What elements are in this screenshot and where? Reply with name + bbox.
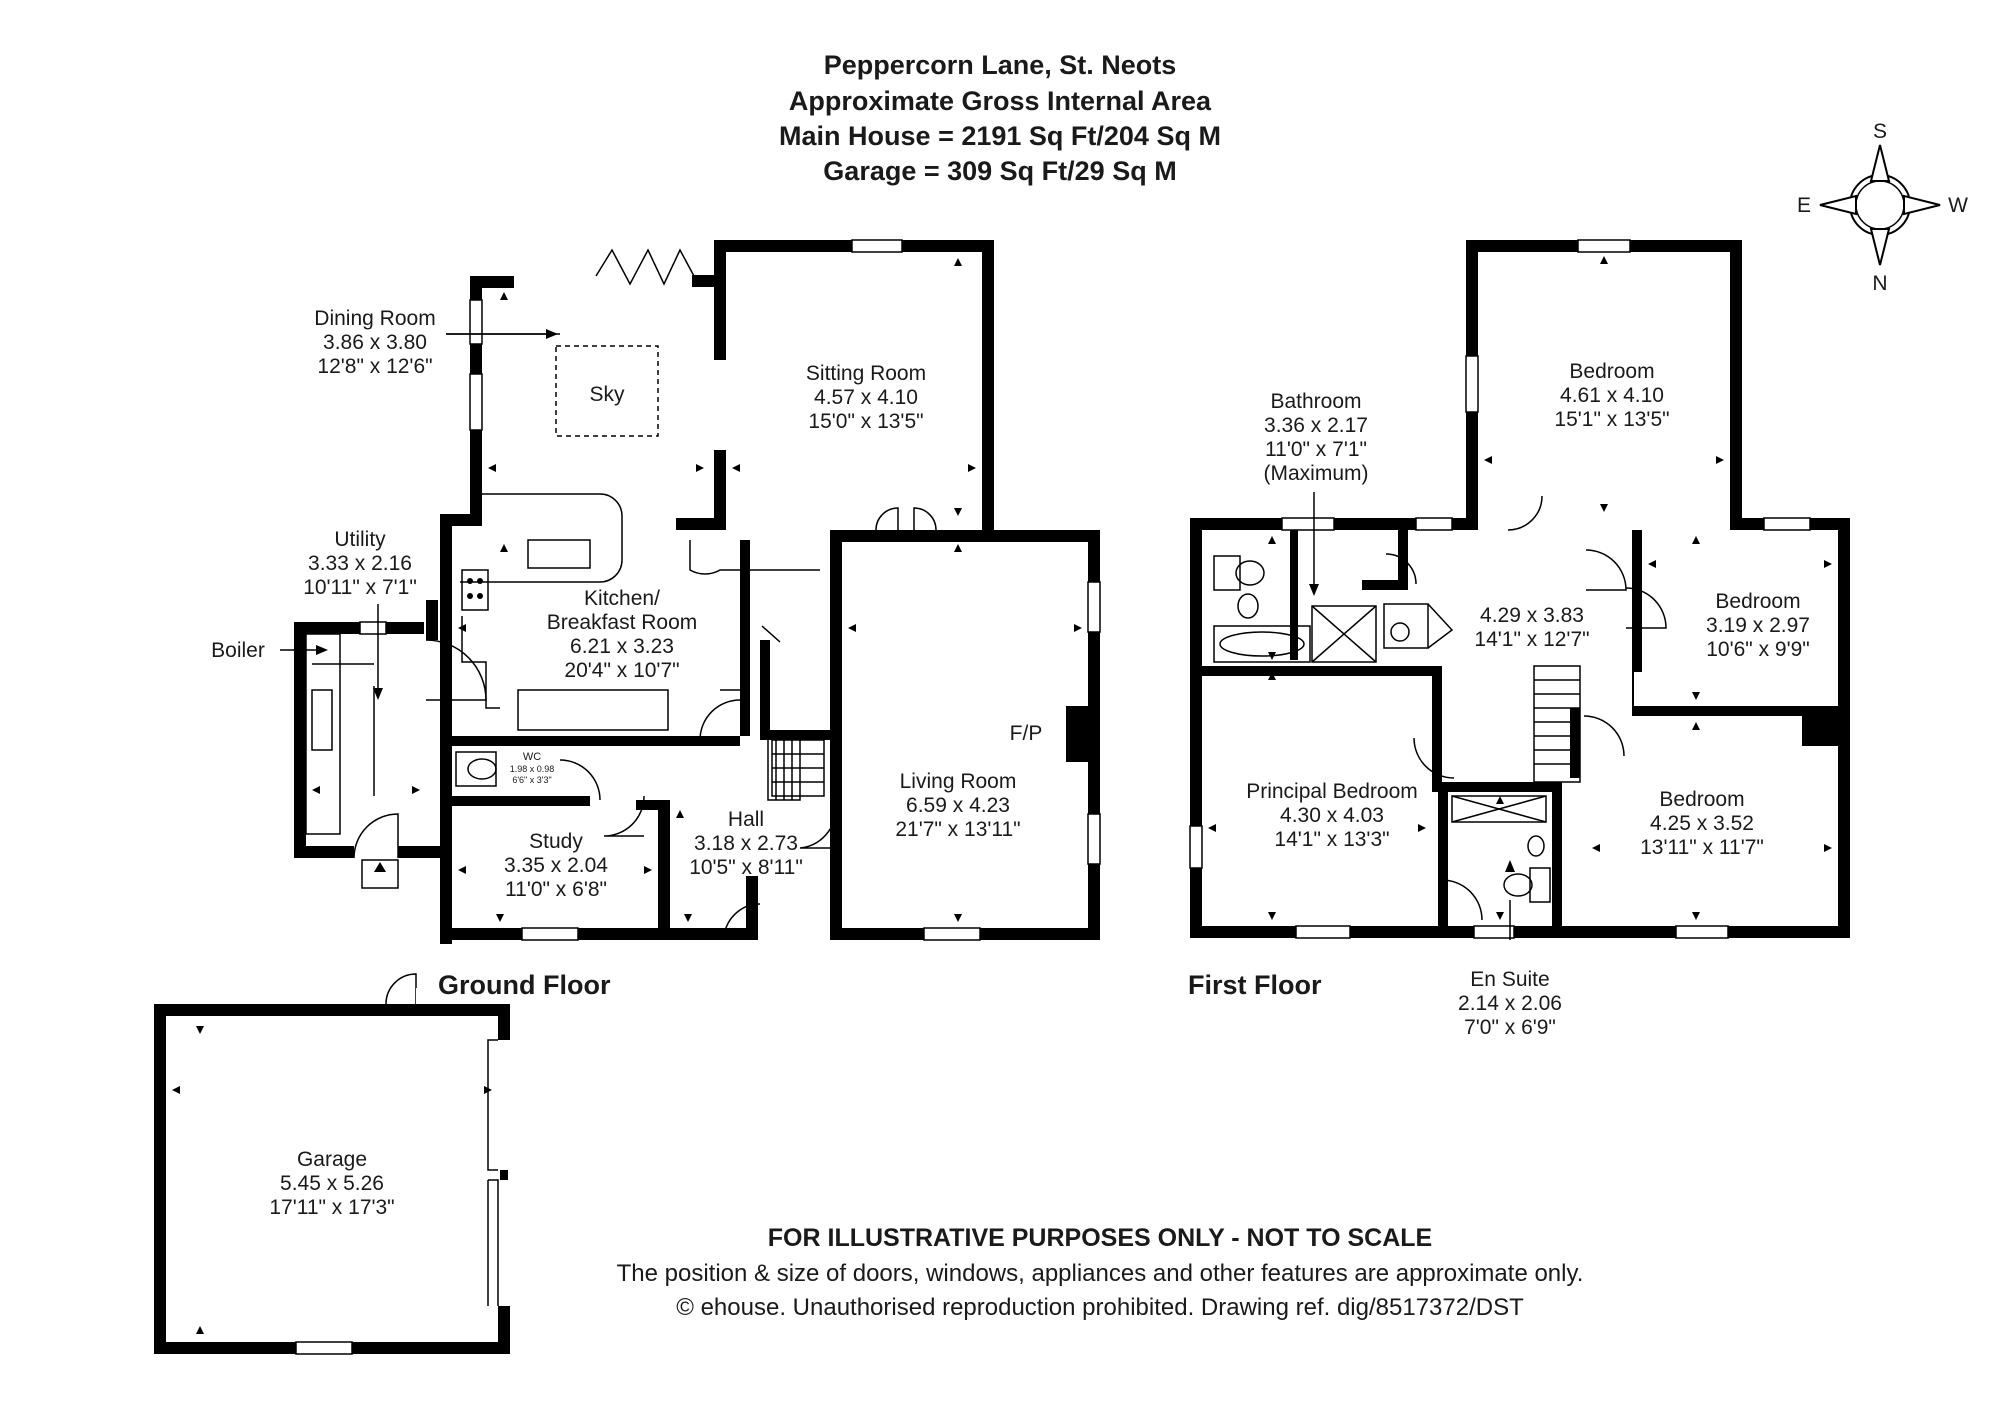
ground-floor-title: Ground Floor xyxy=(438,970,611,1000)
dining-metric: 3.86 x 3.80 xyxy=(323,331,427,354)
landing-metric: 4.29 x 3.83 xyxy=(1480,604,1584,627)
skylight-label: Sky xyxy=(589,383,625,406)
bedroom-top-name: Bedroom xyxy=(1569,360,1654,383)
principal-metric: 4.30 x 4.03 xyxy=(1280,804,1384,827)
boiler-label: Boiler xyxy=(211,639,265,662)
garage-name: Garage xyxy=(297,1148,367,1171)
disclaimer: FOR ILLUSTRATIVE PURPOSES ONLY - NOT TO … xyxy=(767,1224,1433,1252)
ground-floor-windows xyxy=(359,239,1101,941)
compass-e: E xyxy=(1797,194,1811,217)
utility-name: Utility xyxy=(334,528,386,551)
first-floor-windows xyxy=(1189,239,1811,939)
plan-subtitle: Approximate Gross Internal Area xyxy=(788,86,1212,116)
bedroom-top-imperial: 15'1" x 13'5" xyxy=(1554,408,1669,431)
kitchen-imperial: 20'4" x 10'7" xyxy=(564,659,679,682)
compass-icon: S N E W xyxy=(1797,120,1968,295)
kitchen-name-2: Breakfast Room xyxy=(547,611,698,634)
bathroom-imperial: 11'0" x 7'1" xyxy=(1265,438,1367,461)
copyright-note: © ehouse. Unauthorised reproduction proh… xyxy=(676,1294,1524,1321)
compass-n: N xyxy=(1872,272,1887,295)
compass-s: S xyxy=(1873,120,1887,143)
wc-imperial: 6'6" x 3'3" xyxy=(512,775,551,785)
wc-metric: 1.98 x 0.98 xyxy=(510,764,555,774)
ground-floor-labels: Dining Room 3.86 x 3.80 12'8" x 12'6" Si… xyxy=(211,307,1042,1219)
plan-title: Peppercorn Lane, St. Neots xyxy=(823,50,1177,80)
bedroom-right-metric: 3.19 x 2.97 xyxy=(1706,614,1810,637)
bedroom-right-name: Bedroom xyxy=(1715,590,1800,613)
kitchen-metric: 6.21 x 3.23 xyxy=(570,635,674,658)
bedroom-right-imperial: 10'6" x 9'9" xyxy=(1706,638,1810,661)
approximation-note: The position & size of doors, windows, a… xyxy=(616,1260,1584,1287)
sitting-imperial: 15'0" x 13'5" xyxy=(808,410,923,433)
ensuite-metric: 2.14 x 2.06 xyxy=(1458,992,1562,1015)
compass-w: W xyxy=(1948,194,1968,217)
dimension-markers xyxy=(172,256,1832,1334)
utility-imperial: 10'11" x 7'1" xyxy=(303,576,417,599)
bedroom-br-imperial: 13'11" x 11'7" xyxy=(1640,836,1764,859)
bedroom-br-name: Bedroom xyxy=(1659,788,1744,811)
pointer-arrows xyxy=(280,329,1515,940)
main-house-area: Main House = 2191 Sq Ft/204 Sq M xyxy=(779,121,1221,151)
study-metric: 3.35 x 2.04 xyxy=(504,854,608,877)
fireplace-label: F/P xyxy=(1010,722,1043,745)
sitting-metric: 4.57 x 4.10 xyxy=(814,386,918,409)
landing-imperial: 14'1" x 12'7" xyxy=(1474,628,1589,651)
garage-imperial: 17'11" x 17'3" xyxy=(269,1196,394,1219)
living-name: Living Room xyxy=(900,770,1017,793)
principal-name: Principal Bedroom xyxy=(1246,780,1418,803)
first-floor-title: First Floor xyxy=(1188,970,1322,1000)
ensuite-name: En Suite xyxy=(1470,968,1549,991)
dining-imperial: 12'8" x 12'6" xyxy=(317,355,432,378)
principal-imperial: 14'1" x 13'3" xyxy=(1274,828,1389,851)
first-floor-fixtures xyxy=(1213,495,1667,921)
ground-floor-doors xyxy=(353,248,937,941)
hall-metric: 3.18 x 2.73 xyxy=(694,832,798,855)
bedroom-top-metric: 4.61 x 4.10 xyxy=(1560,384,1664,407)
sitting-name: Sitting Room xyxy=(806,362,926,385)
garage-metric: 5.45 x 5.26 xyxy=(280,1172,384,1195)
bathroom-note: (Maximum) xyxy=(1264,462,1369,485)
living-metric: 6.59 x 4.23 xyxy=(906,794,1010,817)
wc-name: WC xyxy=(523,751,541,763)
bedroom-br-metric: 4.25 x 3.52 xyxy=(1650,812,1754,835)
hall-name: Hall xyxy=(728,808,764,831)
utility-metric: 3.33 x 2.16 xyxy=(308,552,412,575)
kitchen-name-1: Kitchen/ xyxy=(584,587,660,610)
garage-walls xyxy=(154,973,510,1355)
garage-area: Garage = 309 Sq Ft/29 Sq M xyxy=(823,156,1177,186)
living-imperial: 21'7" x 13'11" xyxy=(895,818,1020,841)
hall-imperial: 10'5" x 8'11" xyxy=(689,856,803,879)
study-name: Study xyxy=(529,830,583,853)
dining-name: Dining Room xyxy=(314,307,435,330)
bathroom-name: Bathroom xyxy=(1270,390,1361,413)
study-imperial: 11'0" x 6'8" xyxy=(505,878,607,901)
ensuite-imperial: 7'0" x 6'9" xyxy=(1464,1016,1556,1039)
bathroom-metric: 3.36 x 2.17 xyxy=(1264,414,1368,437)
ground-floor-fixtures xyxy=(305,333,825,835)
first-floor-labels: Bathroom 3.36 x 2.17 11'0" x 7'1" (Maxim… xyxy=(1188,360,1810,1039)
